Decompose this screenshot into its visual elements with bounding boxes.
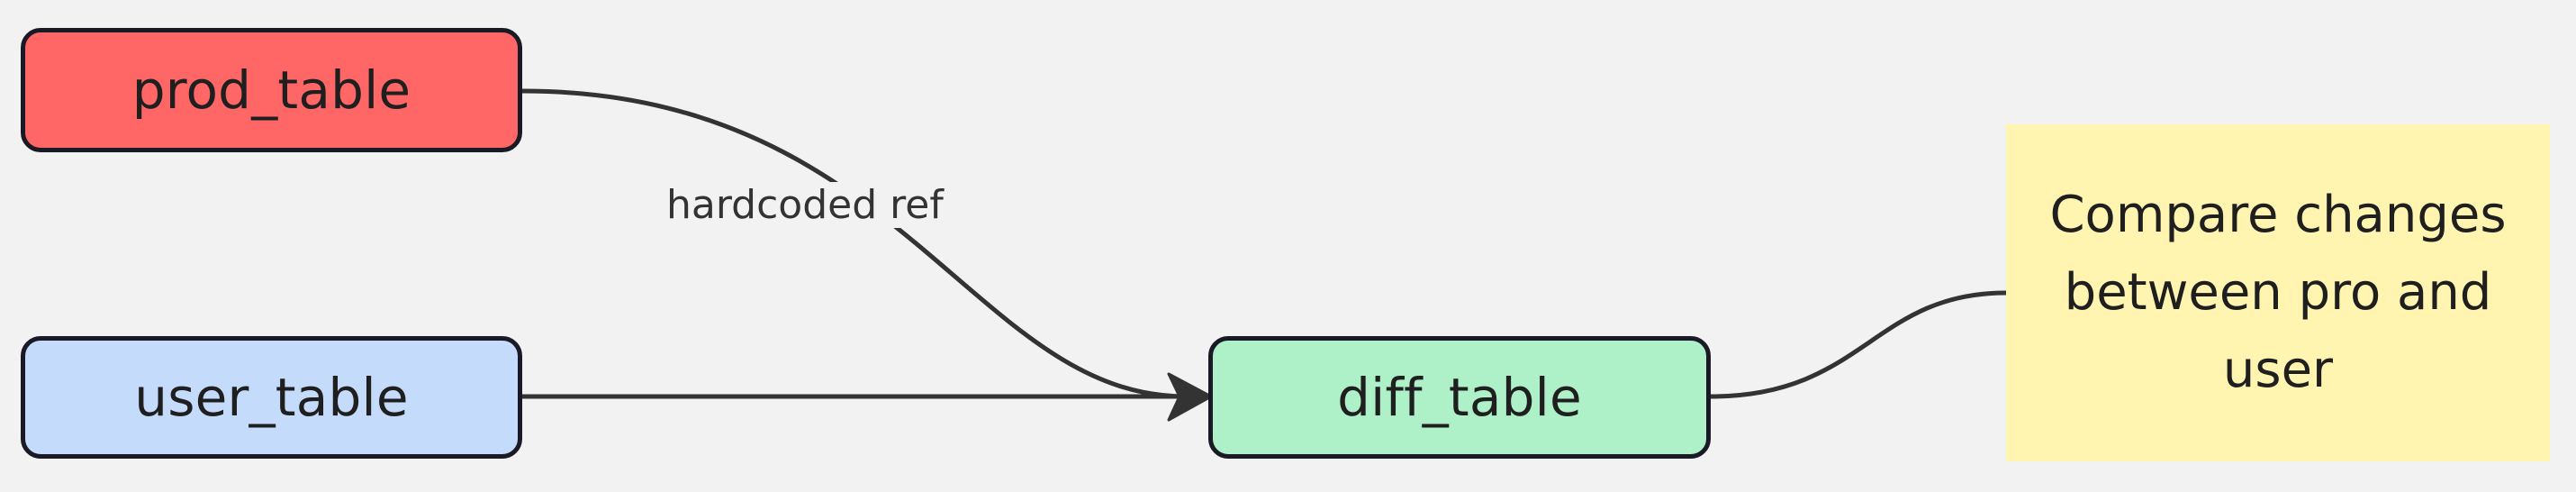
edge-label-hardcoded-ref: hardcoded ref [659,182,951,228]
node-prod-table[interactable]: prod_table [21,28,522,152]
arrowhead-icon [1167,372,1213,422]
edge-diff-to-note [1710,290,2007,399]
edge-prod-to-diff [521,88,1185,399]
node-user-table-label: user_table [134,367,409,428]
node-user-table[interactable]: user_table [21,336,522,459]
node-prod-table-label: prod_table [131,59,411,121]
node-diff-table-label: diff_table [1337,367,1582,428]
sticky-note[interactable]: Compare changes between pro and user [2006,124,2550,461]
node-diff-table[interactable]: diff_table [1208,336,1711,459]
sticky-note-text: Compare changes between pro and user [2049,186,2507,399]
